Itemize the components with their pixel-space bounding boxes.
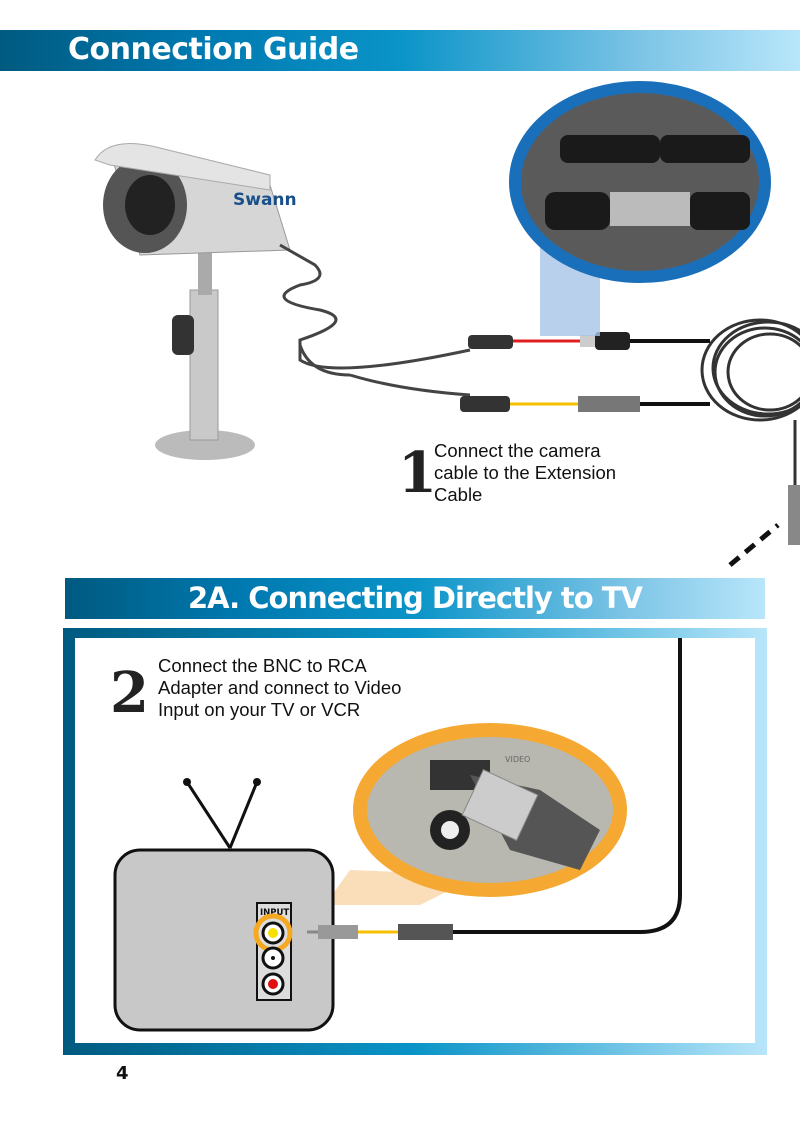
camera-brand-logo: Swann bbox=[233, 190, 297, 210]
section-header-bar: 2A. Connecting Directly to TV bbox=[65, 578, 765, 619]
power-connector-icon bbox=[468, 335, 513, 349]
page-title: Connection Guide bbox=[68, 32, 359, 67]
bnc-rca-adapter bbox=[318, 925, 358, 939]
dashed-continuation-line bbox=[728, 523, 780, 567]
video-input-closeup-orange: VIDEO bbox=[353, 723, 627, 897]
video-cable bbox=[450, 638, 682, 934]
tv-illustration: INPUT bbox=[113, 778, 453, 1032]
page-number: 4 bbox=[116, 1063, 129, 1084]
header-bar: Connection Guide bbox=[0, 30, 800, 71]
camera-cable bbox=[279, 243, 471, 370]
cctv-camera-illustration: Swann bbox=[94, 143, 297, 460]
closeup-video-label: VIDEO bbox=[505, 755, 530, 764]
step-1-number: 1 bbox=[398, 440, 437, 506]
tv-input-label: INPUT bbox=[260, 908, 289, 918]
section-title: 2A. Connecting Directly to TV bbox=[187, 581, 643, 615]
step-1-instructions: Connect the camera cable to the Extensio… bbox=[434, 440, 617, 505]
bnc-connector-icon bbox=[460, 396, 510, 412]
step-2-instructions: Connect the BNC to RCA Adapter and conne… bbox=[158, 655, 402, 720]
connector-closeup-blue bbox=[509, 81, 771, 283]
step-2-number: 2 bbox=[110, 660, 149, 726]
